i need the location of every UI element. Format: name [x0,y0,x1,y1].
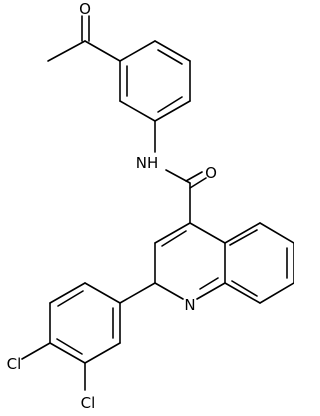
ring1-bond-4 [154,100,191,122]
r3-inner-2 [56,338,83,355]
chlorine-1-label: Cl [7,355,22,373]
amide-double-bond-b [189,177,207,189]
acetylphenyl-ring [119,40,191,122]
oxygen-amide-label: O [205,164,217,182]
q-bond-6 [154,222,191,244]
q-inner-2 [199,277,219,290]
r3-bond-5 [84,342,121,364]
r3-bond-1 [84,282,121,304]
r3-bond-4 [49,342,86,364]
methyl-carbonyl-bond [47,40,86,62]
q-bond-4 [154,282,184,300]
dichlorophenyl-ring [49,282,121,364]
amide-double-bond-a [185,171,203,182]
b-bond-4 [259,282,294,304]
quinoline-nitrogen-label: N [184,296,195,314]
quinoline-aryl-bond [119,282,156,304]
quinoline-pyridine-ring [154,222,226,300]
oxygen-ketone-label: O [79,0,91,18]
amide-nh-label: NH [136,154,159,172]
q-inner-1 [161,230,187,247]
ring1-inner-1 [157,49,183,65]
carbonyl-ring-bond [84,40,121,62]
b-inner-1 [229,229,258,246]
b-bond-5 [224,282,261,304]
r3-inner-1 [57,290,84,307]
quinoline-benzo-ring [224,222,294,304]
b-inner-3 [231,280,258,297]
r3-bond-2 [49,282,86,304]
ring1-inner-2 [157,96,183,113]
q-bond-1 [189,222,226,244]
b-bond-2 [259,222,294,244]
q-bond-3 [196,282,226,300]
amide-linkage [154,120,207,224]
ring1-bond-5 [119,100,156,122]
ring1-bond-1 [119,40,156,62]
chlorine-1-bond [21,342,51,360]
b-bond-1 [224,222,261,244]
acetyl-group [47,15,121,62]
ring1-bond-2 [154,40,191,62]
chlorine-2-label: Cl [81,394,96,412]
molecule-structure-diagram: O NH O N Cl Cl [7,0,294,412]
